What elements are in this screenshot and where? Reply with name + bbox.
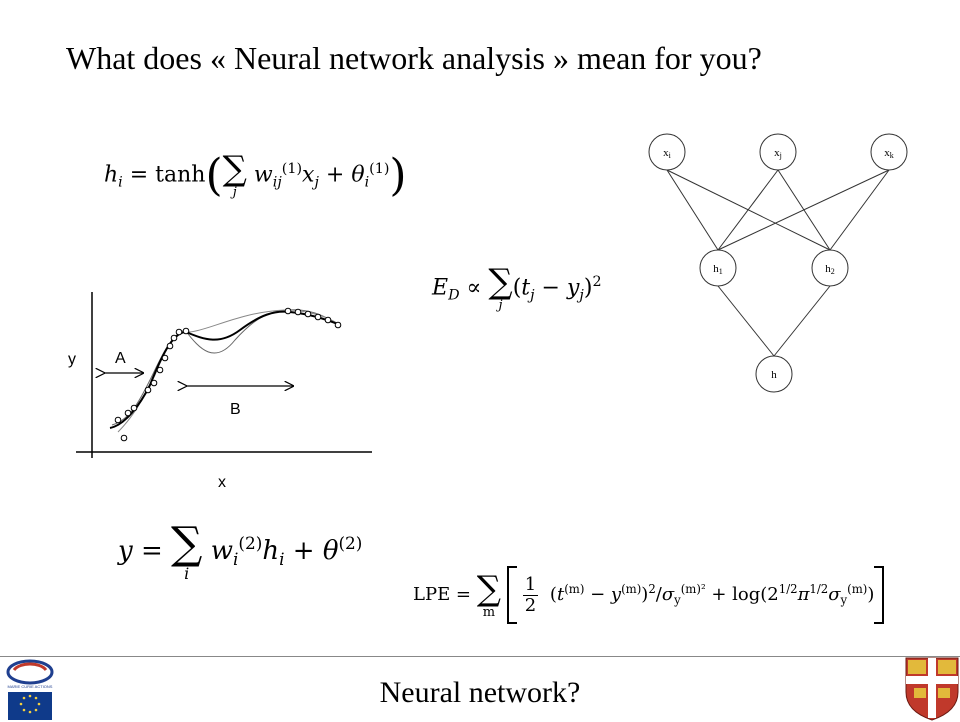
- marie-curie-emblem-icon: [6, 659, 54, 685]
- data-point: [294, 308, 302, 316]
- error-equation: ED ∝ ∑j(tj − yj)2: [432, 262, 602, 313]
- range-label-a: A: [115, 350, 126, 367]
- data-point: [130, 404, 138, 412]
- output-node: [755, 355, 793, 393]
- slide-title: What does « Neural network analysis » me…: [66, 40, 762, 76]
- range-label-b: B: [230, 401, 241, 418]
- output-equation: y = ∑i wi(2)hi + θ(2): [118, 518, 363, 583]
- logo-caption: MARIE CURIE ACTIONS: [8, 684, 53, 689]
- data-point: [124, 409, 132, 417]
- data-point: [161, 354, 169, 362]
- marie-curie-logo: MARIE CURIE ACTIONS: [6, 659, 54, 720]
- university-shield-icon: [905, 657, 959, 721]
- output-label: h: [771, 369, 777, 381]
- data-point: [166, 342, 174, 350]
- data-point: [304, 310, 312, 318]
- data-point: [114, 416, 122, 424]
- hidden-node-1: [699, 249, 737, 287]
- data-point: [182, 327, 190, 335]
- hidden-unit-equation: hi = tanh(∑j wij(1)xj + θi(1)): [104, 149, 407, 201]
- input-node-k: [870, 133, 908, 171]
- hidden-node-2: [811, 249, 849, 287]
- data-point: [150, 379, 158, 387]
- footer-divider: [0, 656, 960, 657]
- y-axis-label: y: [68, 351, 76, 368]
- input-node-j: [759, 133, 797, 171]
- input-node-i: [648, 133, 686, 171]
- data-point: [156, 366, 164, 374]
- data-point: [314, 313, 322, 321]
- hidden-label-2: h2: [825, 263, 835, 276]
- input-label-k: xk: [884, 147, 894, 160]
- input-label-j: xj: [774, 147, 782, 160]
- data-point: [144, 386, 152, 394]
- footer-title: Neural network?: [379, 676, 581, 709]
- data-point: [175, 328, 183, 336]
- data-point: [170, 334, 178, 342]
- data-point: [284, 307, 292, 315]
- data-point: [334, 321, 342, 329]
- hidden-label-1: h1: [713, 263, 723, 276]
- input-label-i: xi: [663, 147, 672, 160]
- data-point: [324, 316, 332, 324]
- x-axis-label: x: [218, 474, 226, 491]
- data-point: [120, 434, 128, 442]
